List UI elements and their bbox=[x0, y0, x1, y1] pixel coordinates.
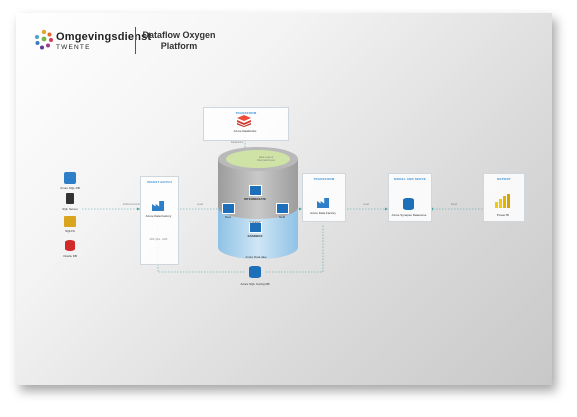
zone-curated-icon bbox=[249, 222, 262, 233]
source-label-2: SQLFS bbox=[65, 229, 75, 233]
transform-mid-label: Azure Data Factory bbox=[310, 211, 336, 215]
model-serve-label: Azure Synapse Dataverse bbox=[391, 213, 427, 217]
source-label-0: Azure SQL DB bbox=[60, 186, 80, 190]
data-lake-cylinder bbox=[218, 147, 298, 259]
zone-raw-icon bbox=[222, 203, 235, 214]
zone-intermediate-label: INTERMEDIATE bbox=[243, 197, 267, 201]
source-label-3: Oracle DB bbox=[63, 254, 77, 258]
arrow-ingest bbox=[137, 207, 140, 211]
logo-icon bbox=[35, 29, 53, 50]
zone-gold-icon bbox=[276, 203, 289, 214]
model-serve-title: MODEL AND SERVE bbox=[394, 177, 426, 181]
databricks-label: Azure Databricks bbox=[233, 129, 257, 133]
model-serve-box: MODEL AND SERVE bbox=[388, 173, 432, 222]
edge-label-ingest: Full/Incremental bbox=[122, 203, 142, 206]
source-oracle-db-icon bbox=[65, 240, 75, 251]
edge-label-load: Load bbox=[197, 203, 203, 206]
databricks-icon bbox=[237, 115, 251, 127]
data-lake-label: Azure Data lake bbox=[245, 255, 267, 259]
arrow-transform bbox=[299, 207, 302, 211]
transform-mid-box: TRANSFORM bbox=[302, 173, 346, 222]
power-bi-icon bbox=[495, 194, 510, 208]
report-title: REPORT bbox=[497, 177, 511, 181]
report-label: Power BI bbox=[496, 213, 510, 217]
config-db-label: Azure SQL Config DB bbox=[240, 282, 270, 286]
zone-sandbox-label: SANDBOX bbox=[247, 234, 263, 238]
source-sql-folder-icon bbox=[64, 216, 76, 227]
source-sql-db-icon bbox=[64, 172, 76, 184]
title-line-2: Platform bbox=[160, 41, 198, 51]
synapse-sql-icon bbox=[403, 198, 414, 210]
arrow-model bbox=[385, 207, 388, 211]
title-line-1: Dataflow Oxygen bbox=[142, 30, 216, 40]
zone-raw-label: Raw bbox=[224, 215, 231, 219]
title-separator bbox=[135, 27, 136, 54]
zone-intermediate-icon bbox=[249, 185, 262, 196]
config-db-sql-icon bbox=[249, 266, 261, 278]
data-factory-icon bbox=[152, 201, 164, 211]
edge-label-databricks: Databricks bbox=[230, 141, 244, 144]
transform-mid-title: TRANSFORM bbox=[313, 177, 335, 181]
ingest-batch-title: INGEST BATCH bbox=[147, 180, 172, 184]
ingest-note: ADF jobs - ADF bbox=[149, 238, 168, 241]
edge-configdb-transform bbox=[266, 225, 324, 273]
source-server-icon bbox=[66, 193, 74, 204]
transform-top-title: TRANSFORM bbox=[235, 111, 257, 115]
ingest-item-label: Azure Data Factory bbox=[145, 214, 172, 218]
brand-subtitle: TWENTE bbox=[56, 44, 91, 51]
diagram-title: Dataflow Oxygen Platform bbox=[139, 30, 219, 52]
data-factory-mid-icon bbox=[317, 198, 329, 208]
lake-note: Data Lake & Data lakehouse bbox=[256, 156, 276, 162]
brand-name: Omgevingsdienst bbox=[56, 31, 152, 43]
source-label-1: SQL Server bbox=[62, 207, 78, 211]
edge-label-serve: Load bbox=[363, 203, 369, 206]
zone-gold-label: Gold bbox=[278, 215, 286, 219]
zone-curated-label: Curated bbox=[249, 220, 261, 224]
ingest-batch-box: INGEST BATCH bbox=[140, 176, 179, 265]
edge-label-report: Read bbox=[450, 203, 458, 206]
